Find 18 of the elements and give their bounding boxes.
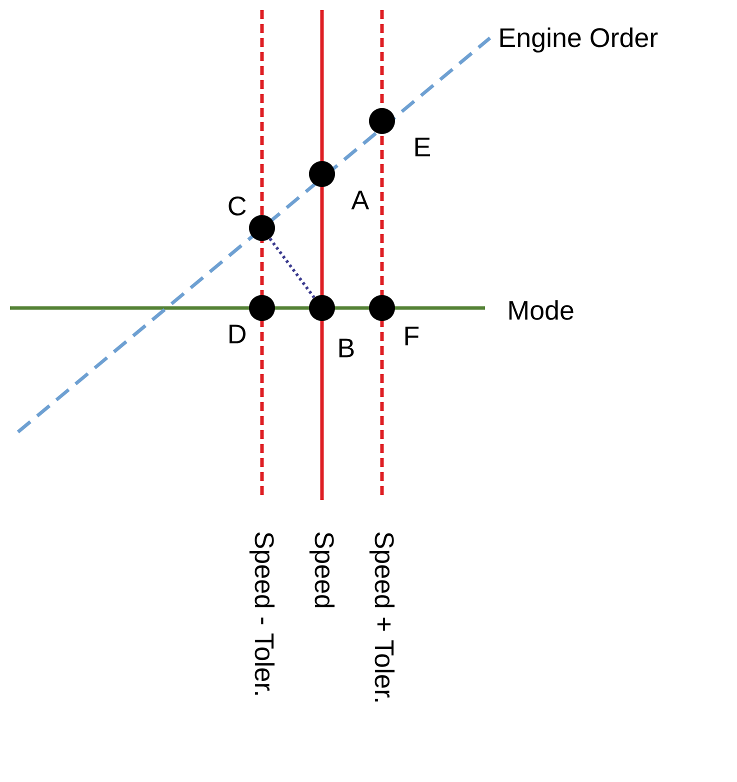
point-label: A [351,190,370,210]
point-label: B [339,338,354,358]
point-dot [369,108,395,134]
point-dot [249,295,275,321]
line-label: Engine Order [500,27,658,53]
axis-label: Speed + Toler. [369,532,395,702]
line-label: Mode [509,300,574,320]
dotted-line [268,238,316,298]
axis-label: Speed - Toler. [249,532,275,695]
point-label: C [228,196,246,216]
point-dot [249,215,275,241]
point-dot [369,295,395,321]
point-label: F [405,326,419,346]
axis-label: Speed [309,532,335,608]
point-dot [309,295,335,321]
point-dot [309,161,335,187]
point-label: E [415,138,430,156]
point-label: D [230,324,246,344]
